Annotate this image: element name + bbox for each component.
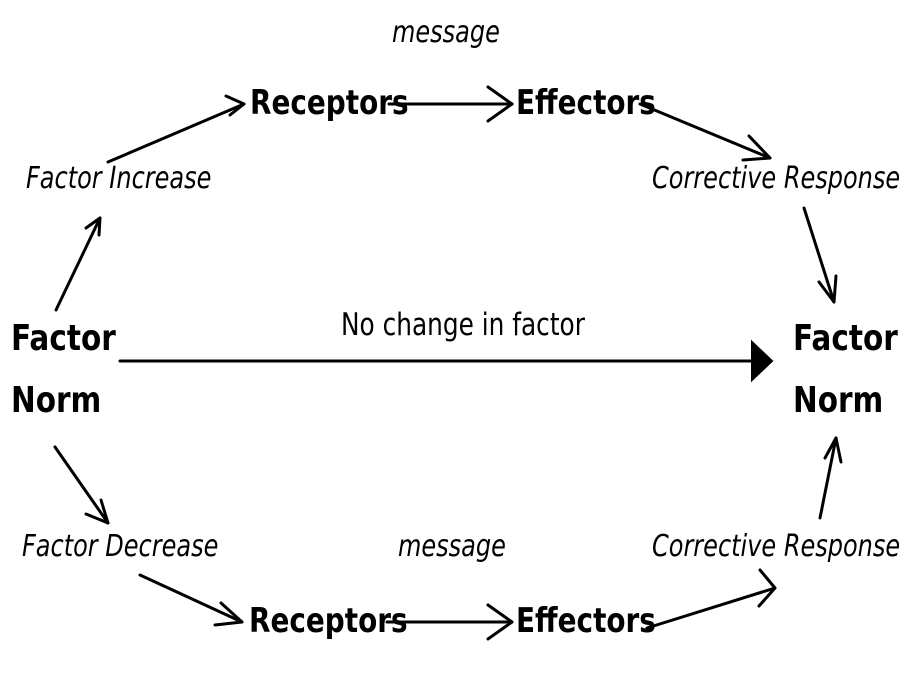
arrow-factor-decrease-to-receptors-bottom <box>138 573 244 627</box>
factor-norm-right-line2: Norm <box>793 380 884 421</box>
receptors-top: Receptors <box>250 83 409 123</box>
receptors-bottom: Receptors <box>249 601 408 641</box>
factor-norm-left-line2: Norm <box>11 380 102 421</box>
message-top: message <box>392 15 500 50</box>
corrective-response-top: Corrective Response <box>652 161 900 196</box>
factor-decrease-label: Factor Decrease <box>22 529 219 564</box>
arrow-norm-to-factor-increase <box>54 216 102 312</box>
factor-norm-left: Factor Norm <box>11 308 116 432</box>
corrective-response-bottom: Corrective Response <box>652 529 900 564</box>
arrow-factor-increase-to-receptors-top <box>106 94 246 164</box>
factor-norm-left-line1: Factor <box>11 318 116 359</box>
arrow-receptors-to-effectors-bottom <box>385 603 514 641</box>
arrow-receptors-to-effectors-top <box>387 85 514 123</box>
arrow-effectors-to-corrective-response-bottom <box>645 568 777 630</box>
factor-norm-right: Factor Norm <box>793 308 898 432</box>
factor-increase-label: Factor Increase <box>26 161 212 196</box>
effectors-bottom: Effectors <box>516 601 656 641</box>
no-change-label: No change in factor <box>341 307 585 343</box>
arrow-corrective-response-to-norm-bottom <box>818 436 843 520</box>
arrow-corrective-response-to-norm-top <box>802 206 838 304</box>
arrowhead-no-change <box>751 339 774 383</box>
message-bottom: message <box>398 529 506 564</box>
arrow-norm-to-factor-decrease <box>53 445 110 525</box>
factor-norm-right-line1: Factor <box>793 318 898 359</box>
arrow-effectors-to-corrective-response-top <box>638 102 772 162</box>
effectors-top: Effectors <box>516 83 656 123</box>
